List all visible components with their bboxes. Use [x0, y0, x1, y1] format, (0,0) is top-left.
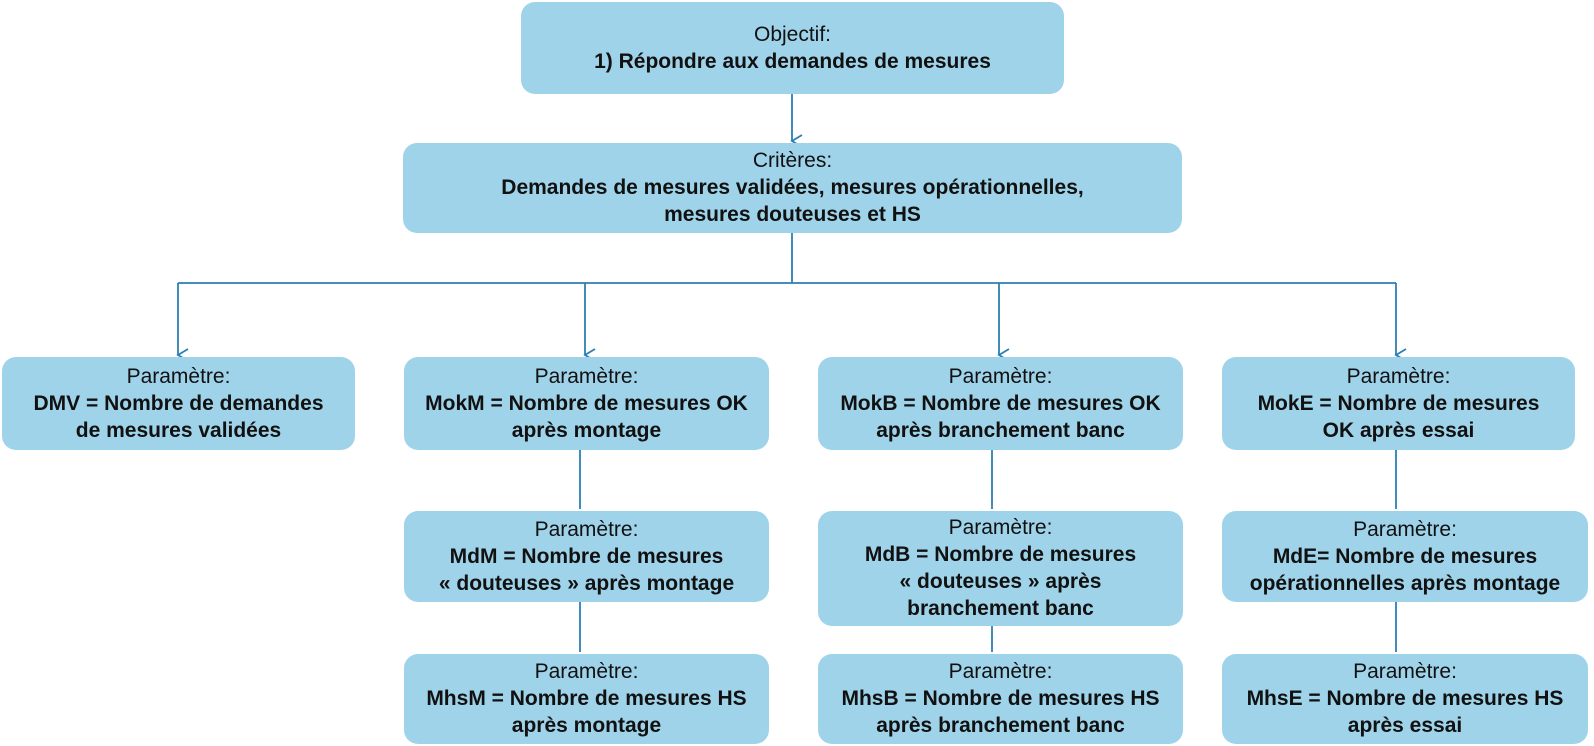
parameter-label: Paramètre: [1353, 660, 1457, 683]
parameter-text: MdM = Nombre de mesures « douteuses » ap… [439, 543, 734, 597]
parameter-desc: = Nombre de mesures HS après montage [491, 687, 747, 737]
parameter-box-mde: Paramètre: MdE= Nombre de mesures opérat… [1222, 511, 1588, 602]
parameter-desc: = Nombre de mesures « douteuses » après … [438, 544, 735, 595]
parameter-box-moke: Paramètre: MokE = Nombre de mesures OK a… [1222, 357, 1575, 450]
parameter-desc: = Nombre de mesures OK après branchement… [876, 391, 1161, 442]
parameter-code: MdB [864, 543, 911, 566]
objective-label: Objectif: [753, 22, 832, 46]
parameter-code: MdE [1272, 544, 1318, 568]
parameter-code: DMV [33, 391, 81, 415]
parameter-desc: = Nombre de mesures OK après montage [490, 391, 748, 442]
criteria-label: Critères: [752, 149, 833, 172]
objective-text: 1) Répondre aux demandes de mesures [594, 49, 991, 73]
parameter-code: MhsM [426, 687, 486, 710]
parameter-text: MhsE = Nombre de mesures HS après essai [1247, 685, 1564, 739]
parameter-label: Paramètre: [1353, 517, 1457, 541]
parameter-label: Paramètre: [1346, 364, 1451, 388]
parameter-code: MhsB [841, 687, 899, 710]
objective-box: Objectif: 1) Répondre aux demandes de me… [521, 2, 1064, 94]
parameter-text: MhsB = Nombre de mesures HS après branch… [841, 685, 1159, 739]
parameter-text: MokM = Nombre de mesures OK après montag… [425, 390, 748, 444]
parameter-code: MhsE [1246, 687, 1303, 710]
parameter-box-mdb: Paramètre: MdB = Nombre de mesures « dou… [818, 511, 1183, 626]
parameter-text: MhsM = Nombre de mesures HS après montag… [426, 685, 746, 739]
parameter-desc: = Nombre de mesures HS après essai [1308, 687, 1564, 737]
parameter-text: MdB = Nombre de mesures « douteuses » ap… [865, 541, 1136, 622]
parameter-desc: = Nombre de mesures opérationnelles aprè… [1249, 544, 1561, 595]
parameter-label: Paramètre: [534, 660, 639, 683]
parameter-code: MokM [425, 391, 485, 415]
parameter-desc: = Nombre de mesures OK après essai [1319, 391, 1540, 442]
parameter-label: Paramètre: [948, 660, 1053, 683]
parameter-label: Paramètre: [534, 364, 639, 388]
parameter-code: MokE [1257, 391, 1314, 415]
parameter-box-mokm: Paramètre: MokM = Nombre de mesures OK a… [404, 357, 769, 450]
parameter-box-mdm: Paramètre: MdM = Nombre de mesures « dou… [404, 511, 769, 602]
criteria-box: Critères: Demandes de mesures validées, … [403, 143, 1182, 233]
parameter-box-dmv: Paramètre: DMV = Nombre de demandes de m… [2, 357, 355, 450]
parameter-code: MokB [840, 391, 898, 415]
parameter-text: DMV = Nombre de demandes de mesures vali… [34, 390, 324, 444]
parameter-desc: = Nombre de demandes de mesures validées [75, 391, 324, 442]
parameter-box-mhsb: Paramètre: MhsB = Nombre de mesures HS a… [818, 654, 1183, 744]
parameter-desc: = Nombre de mesures HS après branchement… [876, 687, 1160, 737]
parameter-text: MdE= Nombre de mesures opérationnelles a… [1250, 543, 1560, 597]
parameter-box-mokb: Paramètre: MokB = Nombre de mesures OK a… [818, 357, 1183, 450]
parameter-text: MokB = Nombre de mesures OK après branch… [840, 390, 1160, 444]
criteria-text: Demandes de mesures validées, mesures op… [501, 176, 1084, 226]
parameter-label: Paramètre: [948, 364, 1053, 388]
parameter-code: MdM [449, 544, 498, 568]
parameter-box-mhsm: Paramètre: MhsM = Nombre de mesures HS a… [404, 654, 769, 744]
parameter-text: MokE = Nombre de mesures OK après essai [1258, 390, 1540, 444]
parameter-label: Paramètre: [534, 517, 639, 541]
parameter-box-mhse: Paramètre: MhsE = Nombre de mesures HS a… [1222, 654, 1588, 744]
parameter-desc: = Nombre de mesures « douteuses » après … [899, 543, 1137, 620]
parameter-label: Paramètre: [948, 516, 1053, 539]
parameter-label: Paramètre: [126, 364, 231, 388]
